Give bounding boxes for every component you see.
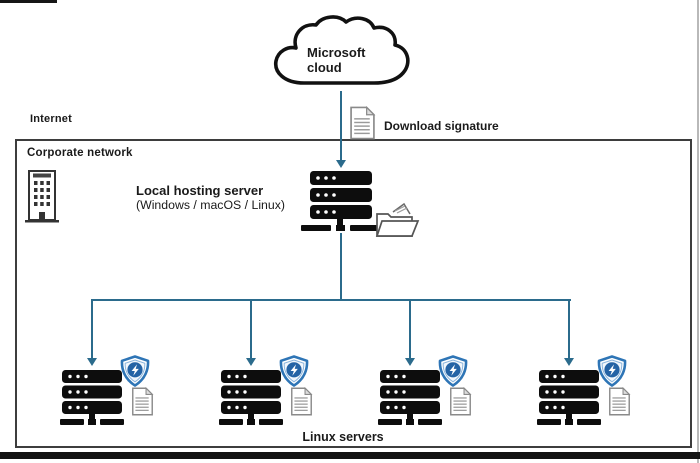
- arrow-down-icon: [336, 160, 346, 168]
- arrow-down-icon: [246, 358, 256, 366]
- server-stack-icon: [219, 370, 283, 425]
- arrow-down-icon: [87, 358, 97, 366]
- document-icon: [609, 387, 631, 416]
- corporate-network-label: Corporate network: [27, 147, 133, 159]
- drop-connector-4: [568, 300, 570, 359]
- office-building-icon: [25, 170, 59, 223]
- linux-server-node-1: [60, 355, 160, 430]
- server-stack-icon: [301, 171, 381, 231]
- cloud-label-line1: Microsoft: [307, 45, 366, 60]
- distribution-line: [91, 299, 571, 301]
- server-stack-icon: [60, 370, 124, 425]
- corporate-network-boundary: [15, 139, 692, 448]
- defender-shield-icon: [438, 355, 468, 387]
- server-to-distribution-connector: [340, 233, 342, 300]
- document-icon: [350, 106, 376, 140]
- top-edge-line: [0, 0, 57, 3]
- defender-shield-icon: [120, 355, 150, 387]
- defender-shield-icon: [597, 355, 627, 387]
- linux-server-node-4: [537, 355, 637, 430]
- linux-servers-label: Linux servers: [302, 430, 384, 444]
- hosting-server-subtitle: (Windows / macOS / Linux): [136, 198, 285, 212]
- local-hosting-server-label: Local hosting server (Windows / macOS / …: [136, 183, 286, 213]
- arrow-down-icon: [564, 358, 574, 366]
- server-stack-icon: [378, 370, 442, 425]
- cloud-icon: [274, 15, 410, 85]
- server-stack-icon: [537, 370, 601, 425]
- microsoft-cloud-node: Microsoft cloud: [266, 13, 416, 95]
- open-folder-icon: [375, 202, 420, 237]
- cloud-label: Microsoft cloud: [307, 45, 366, 75]
- internet-zone-label: Internet: [30, 113, 72, 125]
- hosting-server-title: Local hosting server: [136, 183, 264, 198]
- arrow-down-icon: [405, 358, 415, 366]
- document-icon: [450, 387, 472, 416]
- linux-server-node-3: [378, 355, 478, 430]
- drop-connector-3: [409, 300, 411, 359]
- drop-connector-2: [250, 300, 252, 359]
- cloud-label-line2: cloud: [307, 60, 342, 75]
- document-icon: [132, 387, 154, 416]
- drop-connector-1: [91, 300, 93, 359]
- defender-shield-icon: [279, 355, 309, 387]
- document-icon: [291, 387, 313, 416]
- cloud-to-server-connector: [340, 91, 342, 162]
- linux-server-node-2: [219, 355, 319, 430]
- download-signature-label: Download signature: [384, 119, 499, 133]
- right-edge-line: [697, 0, 699, 463]
- bottom-edge-line: [0, 452, 700, 459]
